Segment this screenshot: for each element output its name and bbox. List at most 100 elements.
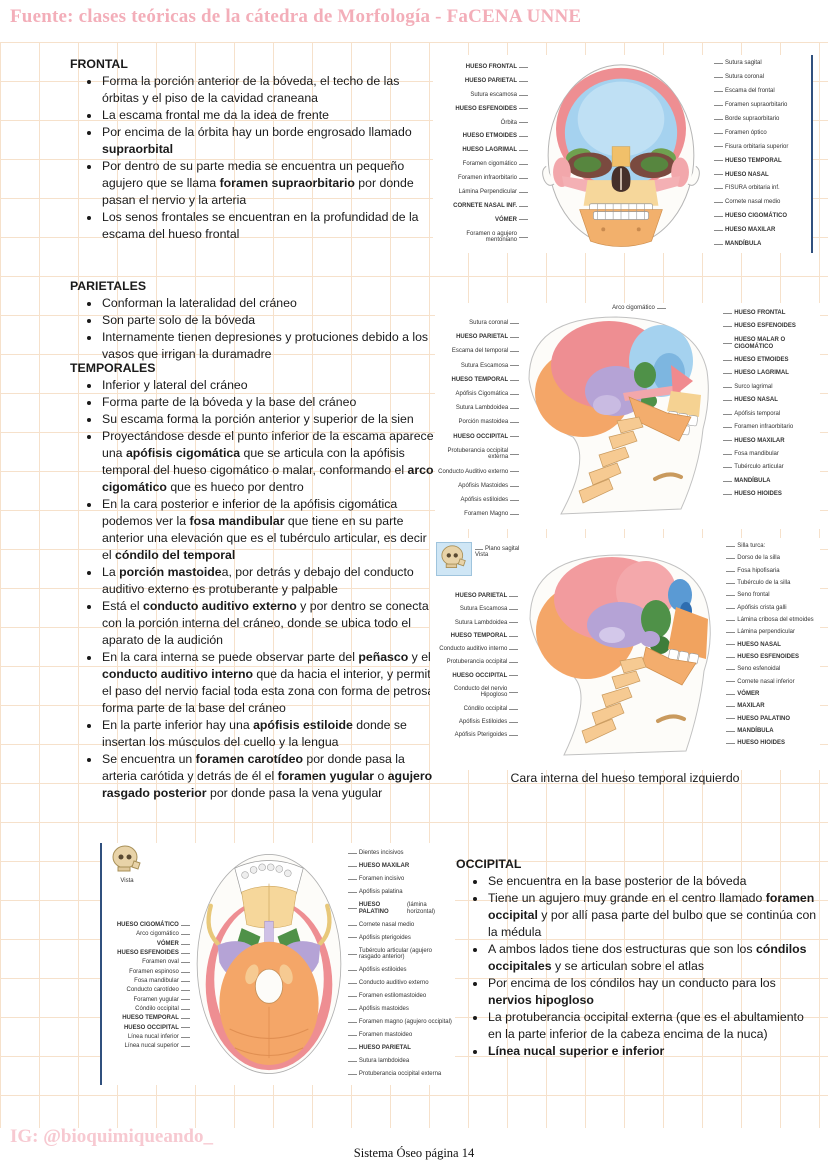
- anatomy-label: Protuberancia occipital externa: [438, 448, 519, 461]
- bullet-item: Línea nucal superior e inferior: [487, 1043, 818, 1060]
- anatomy-label: HUESO OCCIPITAL: [105, 1025, 190, 1032]
- bullet-item: Forma la porción anterior de la bóveda, …: [101, 73, 436, 107]
- anatomy-label: HUESO NASAL: [714, 172, 808, 179]
- lateral-view-top-label: Arco cigomático: [612, 305, 666, 311]
- plane-label: Plano sagital: [475, 546, 519, 552]
- section-heading: TEMPORALES: [70, 361, 156, 375]
- anatomy-label: Escama del temporal: [438, 348, 519, 355]
- anatomy-label: Apófisis estiloides: [438, 497, 519, 504]
- anatomy-label: Órbita: [436, 120, 528, 127]
- anatomy-label: Foramen incisivo: [348, 876, 452, 883]
- anatomy-label: HUESO HIOIDES: [726, 740, 817, 747]
- anterior-skull-illustration: [530, 58, 712, 250]
- anatomy-label: Cornete nasal inferior: [726, 679, 817, 686]
- sagittal-plane-box: [436, 542, 472, 576]
- section-frontal: FRONTAL Forma la porción anterior de la …: [70, 56, 436, 243]
- view-label: Vista: [475, 552, 489, 558]
- bullet-item: Son parte solo de la bóveda: [101, 312, 436, 329]
- bullet-item: La protuberancia occipital externa (que …: [487, 1009, 818, 1043]
- anatomy-label: Foramen espinoso: [105, 969, 190, 976]
- anatomy-label: HUESO CIGOMÁTICO: [105, 922, 190, 929]
- anatomy-label: VÓMER: [105, 941, 190, 948]
- anatomy-label: Línea nucal inferior: [105, 1034, 190, 1041]
- bullet-item: Por dentro de su parte media se encuentr…: [101, 158, 436, 209]
- section-temporales: TEMPORALES Inferior y lateral del cráneo…: [70, 360, 438, 802]
- lateral-skull-illustration: [521, 306, 721, 526]
- anatomy-label: HUESO PARIETAL: [436, 78, 528, 85]
- anatomy-label: Fosa mandibular: [723, 451, 817, 458]
- anatomy-label: Tubérculo articular (agujero rasgado ant…: [348, 948, 452, 961]
- anatomy-label: Foramen yugular: [105, 997, 190, 1004]
- bullet-item: La escama frontal me da la idea de frent…: [101, 107, 436, 124]
- anatomy-label: HUESO FRONTAL: [436, 64, 528, 71]
- inferior-skull-illustration: [192, 846, 346, 1082]
- section-occipital: OCCIPITAL Se encuentra en la base poster…: [456, 856, 818, 1060]
- anatomy-label: Cornete nasal medio: [348, 922, 452, 929]
- anatomy-label: Foramen magno (agujero occipital): [348, 1019, 452, 1026]
- anatomy-label: MANDÍBULA: [726, 728, 817, 735]
- anatomy-label: Apófisis Cigomática: [438, 391, 519, 398]
- page-footer: Sistema Óseo página 14: [353, 1146, 475, 1160]
- anatomy-label: Sutura Lambdoidea: [438, 405, 519, 412]
- anatomy-label: Apófisis mastoides: [348, 1006, 452, 1013]
- lateral-skull-art: [528, 316, 709, 515]
- bullet-list-frontal: Forma la porción anterior de la bóveda, …: [70, 73, 436, 243]
- bullet-item: Forma parte de la bóveda y la base del c…: [101, 394, 438, 411]
- anatomy-label: VÓMER: [436, 217, 528, 224]
- anatomy-label: Apófisis Pterigoides: [433, 732, 518, 739]
- anatomy-label: HUESO PARIETAL: [433, 593, 518, 600]
- anatomy-label: HUESO TEMPORAL: [433, 633, 518, 640]
- anatomy-label: HUESO LAGRIMAL: [436, 147, 528, 154]
- anatomy-label: HUESO ETMOIDES: [436, 133, 528, 140]
- anatomy-label: HUESO ETMOIDES: [723, 357, 817, 364]
- anatomy-label: Sutura Escamosa: [438, 363, 519, 370]
- anatomy-label: FISURA orbitaria inf.: [714, 185, 808, 192]
- anatomy-label: Porción mastoidea: [438, 419, 519, 426]
- section-heading: PARIETALES: [70, 279, 147, 293]
- bullet-item: Conforman la lateralidad del cráneo: [101, 295, 436, 312]
- anatomy-label: Línea nucal superior: [105, 1043, 190, 1050]
- anatomy-label: HUESO PARIETAL: [348, 1045, 452, 1052]
- anatomy-label: Tubérculo articular: [723, 464, 817, 471]
- anatomy-label: Sutura coronal: [438, 320, 519, 327]
- sagittal-plane-inset: Plano sagital Vista: [436, 542, 519, 576]
- mini-skull-icon: [441, 545, 466, 568]
- bullet-item: Internamente tienen depresiones y protuc…: [101, 329, 436, 363]
- anatomy-label: HUESO MALAR O CIGOMÁTICO: [723, 337, 817, 350]
- anatomy-label: Protuberancia occipital: [433, 659, 518, 666]
- anatomy-label: Foramen o agujero mentoniano: [436, 231, 528, 244]
- anatomy-label: Sutura Lambdoidea: [433, 620, 518, 627]
- anatomy-label: Arco cigomático: [105, 931, 190, 938]
- anatomy-label: HUESO PARIETAL: [438, 334, 519, 341]
- anatomy-label: Conducto auditivo externo: [348, 980, 452, 987]
- inferior-skull-art: [196, 854, 342, 1074]
- mini-skull-icon: [112, 845, 141, 872]
- section-parietales: PARIETALES Conforman la lateralidad del …: [70, 278, 436, 363]
- anatomy-label: Seno frontal: [726, 592, 817, 599]
- instagram-handle: IG: @bioquimiqueando_: [10, 1126, 213, 1147]
- anatomy-label: Escama del frontal: [714, 88, 808, 95]
- anatomy-label: Tubérculo de la silla: [726, 580, 817, 587]
- anatomy-label: Conducto auditivo interno: [433, 646, 518, 653]
- anatomy-label: HUESO TEMPORAL: [714, 158, 808, 165]
- bullet-item: Proyectándose desde el punto inferior de…: [101, 428, 438, 496]
- anatomy-label: Apófisis Estiloides: [433, 719, 518, 726]
- anatomy-label: Conducto carotídeo: [105, 987, 190, 994]
- bullet-item: Se encuentra un foramen carotídeo por do…: [101, 751, 438, 802]
- inferior-view-inset: Vista: [110, 845, 144, 884]
- anatomy-label: Cornete nasal medio: [714, 199, 808, 206]
- sagittal-skull-illustration: [520, 541, 724, 767]
- bullet-list-parietales: Conforman la lateralidad del cráneoSon p…: [70, 295, 436, 363]
- anatomy-label: Sutura lambdoidea: [348, 1058, 452, 1065]
- bullet-item: Está el conducto auditivo externo y por …: [101, 598, 438, 649]
- anatomy-label: Sutura coronal: [714, 74, 808, 81]
